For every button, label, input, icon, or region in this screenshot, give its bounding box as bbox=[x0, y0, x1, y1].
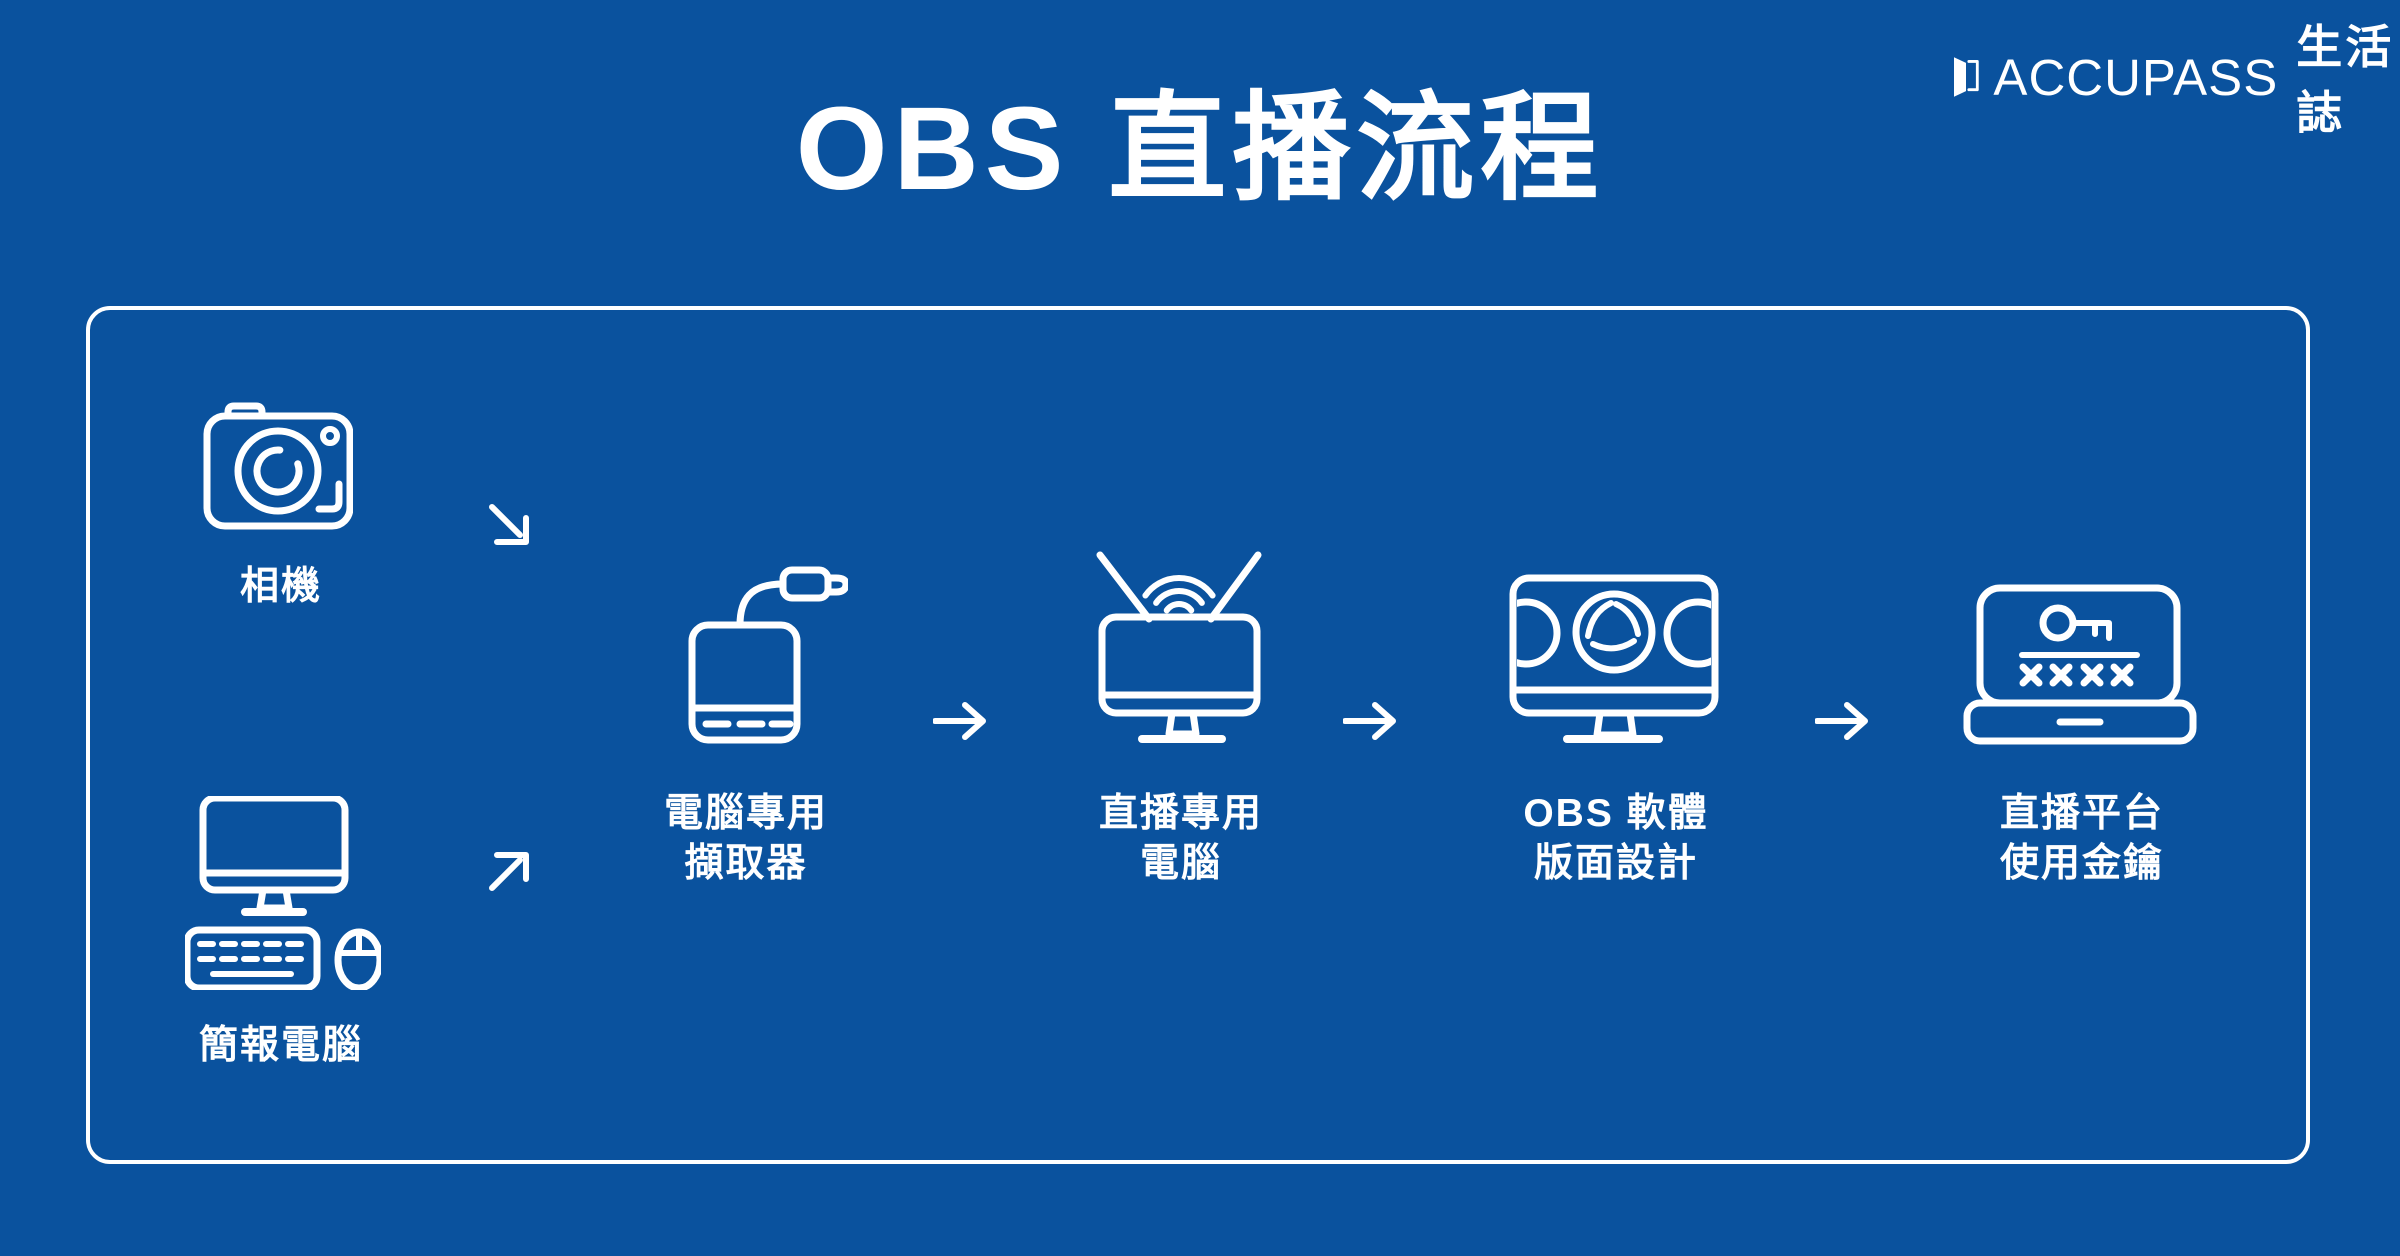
streaming-computer-label: 直播專用 電腦 bbox=[1098, 792, 1264, 885]
obs-software-label: OBS 軟體 版面設計 bbox=[1523, 792, 1709, 885]
camera-label: 相機 bbox=[239, 565, 323, 608]
camera-icon bbox=[203, 402, 353, 530]
obs-software-icon bbox=[1509, 574, 1719, 743]
stream-key-laptop-icon bbox=[1963, 584, 2197, 745]
arrow-right-icon bbox=[933, 702, 986, 740]
logo-brand-text: ACCUPASS bbox=[1993, 48, 2279, 106]
arrow-right-icon bbox=[1815, 702, 1868, 740]
logo-suffix-text: 生活誌 bbox=[2296, 21, 2395, 139]
page-title: OBS 直播流程 bbox=[795, 83, 1605, 215]
accupass-logo: ACCUPASS 生活誌 bbox=[1954, 21, 2400, 139]
streaming-computer-icon bbox=[1096, 551, 1262, 743]
desktop-computer-icon bbox=[185, 796, 381, 990]
arrow-down-right-icon bbox=[489, 504, 529, 545]
accupass-door-icon bbox=[1954, 57, 1979, 97]
stream-key-label: 直播平台 使用金鑰 bbox=[1999, 792, 2165, 885]
flow-container-border bbox=[86, 306, 2310, 1164]
capture-device-icon bbox=[688, 566, 848, 744]
arrow-right-icon bbox=[1343, 702, 1396, 740]
arrow-up-right-icon bbox=[489, 852, 529, 891]
capture-device-label: 電腦專用 擷取器 bbox=[663, 792, 829, 885]
presentation-computer-label: 簡報電腦 bbox=[198, 1024, 364, 1067]
